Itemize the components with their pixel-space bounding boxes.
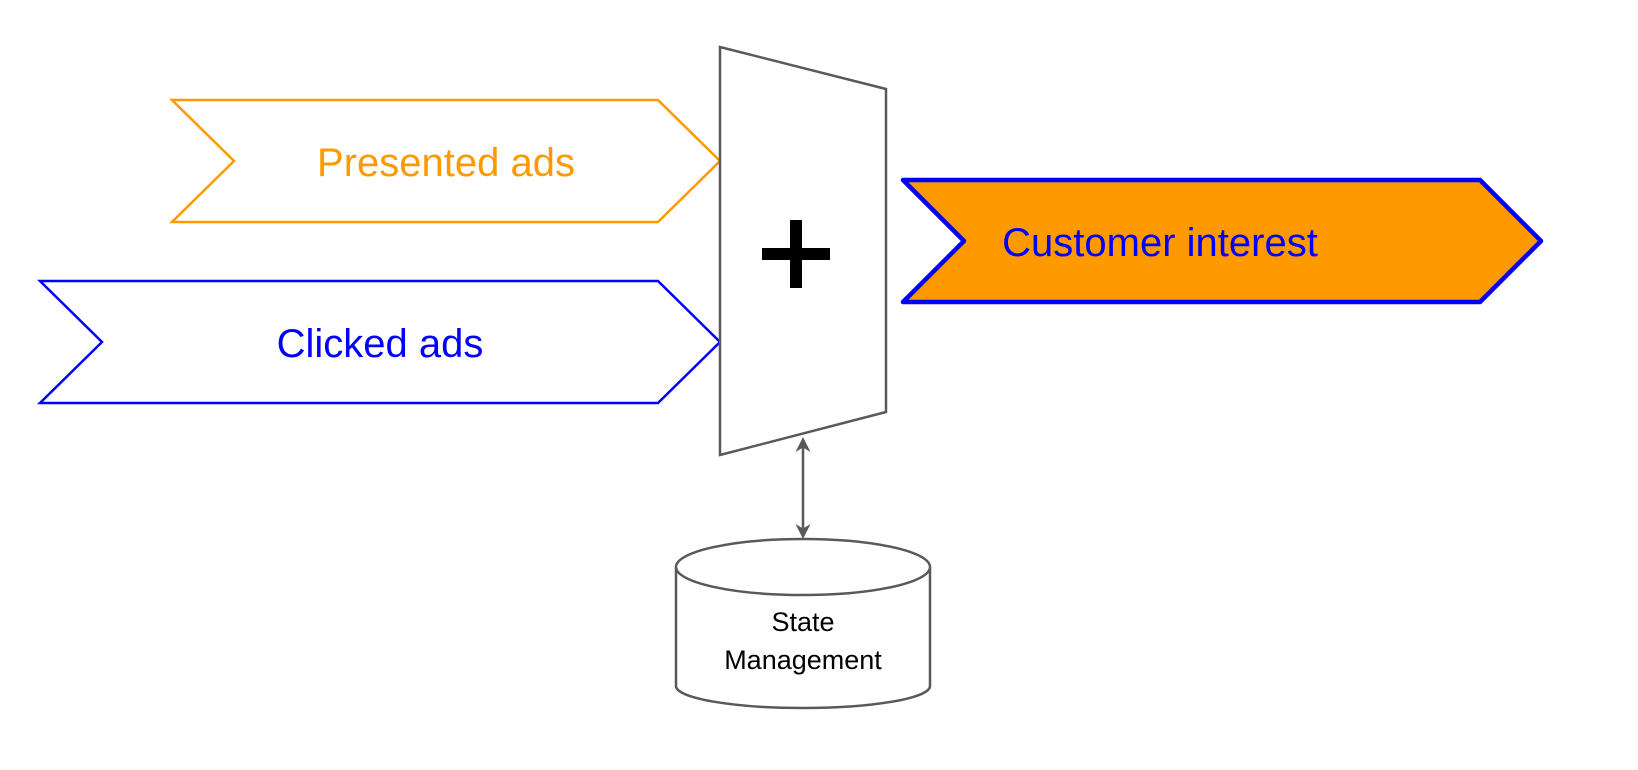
customer-interest-label: Customer interest — [1002, 221, 1318, 265]
input-presented-ads: Presented ads — [168, 98, 722, 224]
clicked-ads-label: Clicked ads — [277, 322, 484, 366]
input-clicked-ads: Clicked ads — [36, 279, 722, 405]
state-management-store: State Management — [674, 537, 932, 710]
customer-interest-chevron — [900, 177, 1544, 305]
output-customer-interest: Customer interest — [900, 177, 1544, 305]
cylinder-top — [674, 537, 932, 597]
clicked-ads-chevron — [36, 279, 722, 405]
state-management-label-line1: State — [771, 607, 834, 637]
combiner-operator — [718, 45, 888, 457]
presented-ads-chevron — [168, 98, 722, 224]
state-management-label-line2: Management — [724, 645, 882, 675]
presented-ads-label: Presented ads — [317, 141, 575, 185]
cylinder-body — [674, 567, 932, 710]
plus-icon — [762, 220, 830, 288]
